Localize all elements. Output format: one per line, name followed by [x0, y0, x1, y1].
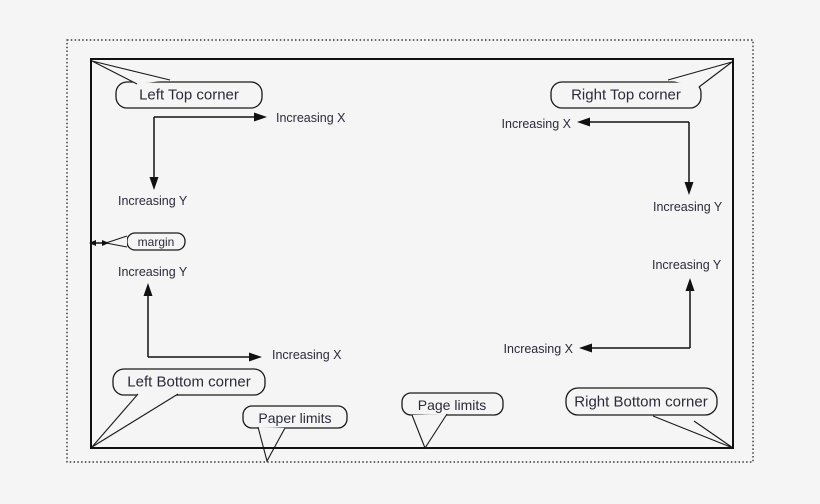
- right-top-increasing-y-label: Increasing Y: [653, 200, 723, 214]
- callout-left-top-tail: [92, 61, 170, 84]
- margin-arrow-right-icon: [102, 240, 109, 246]
- left-top-x-arrow-icon: [254, 112, 267, 122]
- callout-left-top-corner: [91, 60, 263, 109]
- margin-label: margin: [138, 235, 175, 249]
- callout-paper-limits-bubble: [242, 405, 348, 429]
- axes-left-bottom: [143, 283, 262, 362]
- callout-right-top-bubble: [550, 81, 702, 109]
- right-top-y-arrow-icon: [684, 182, 694, 195]
- margin-arrow-left-icon: [89, 240, 96, 246]
- right-top-x-arrow-icon: [577, 117, 590, 127]
- axes-left-top: [149, 112, 267, 190]
- left-top-corner-label: Left Top corner: [139, 87, 239, 104]
- callout-right-bottom-bubble: [565, 387, 718, 416]
- right-bottom-x-arrow-icon: [579, 343, 592, 353]
- left-bottom-x-arrow-icon: [249, 352, 262, 362]
- paper-boundary-dotted-rect: [66, 39, 754, 463]
- left-bottom-increasing-y-label: Increasing Y: [118, 265, 188, 279]
- left-top-increasing-y-label: Increasing Y: [118, 194, 188, 208]
- callout-right-bottom-corner: [565, 387, 734, 449]
- callout-margin-tail: [106, 236, 127, 247]
- callout-right-top-tail: [668, 62, 732, 87]
- axes-right-top: [577, 117, 694, 195]
- right-bottom-corner-label: Right Bottom corner: [574, 394, 707, 411]
- callout-left-top-bubble: [115, 81, 263, 109]
- page-boundary-solid-rect: [90, 58, 734, 449]
- left-bottom-increasing-x-label: Increasing X: [272, 348, 342, 362]
- callout-left-bottom-bubble: [112, 368, 266, 396]
- right-top-corner-label: Right Top corner: [571, 87, 681, 104]
- callout-page-limits: [401, 392, 504, 450]
- page-limits-label: Page limits: [418, 397, 486, 413]
- callout-paper-limits: [242, 405, 348, 463]
- right-bottom-y-arrow-icon: [685, 278, 695, 291]
- right-bottom-increasing-y-label: Increasing Y: [652, 258, 722, 272]
- left-top-increasing-x-label: Increasing X: [276, 111, 346, 125]
- left-bottom-corner-label: Left Bottom corner: [127, 374, 250, 391]
- margin-measure-arrow: [89, 240, 109, 246]
- axes-right-bottom: [579, 278, 695, 353]
- left-bottom-y-arrow-icon: [143, 283, 153, 296]
- paper-limits-label: Paper limits: [258, 410, 331, 426]
- callout-page-limits-bubble: [401, 392, 504, 416]
- right-bottom-increasing-x-label: Increasing X: [504, 342, 574, 356]
- left-top-y-arrow-icon: [149, 177, 159, 190]
- callout-paper-limits-tail-edge: [257, 426, 286, 463]
- right-top-increasing-x-label: Increasing X: [502, 117, 572, 131]
- callout-page-limits-tail: [412, 414, 447, 448]
